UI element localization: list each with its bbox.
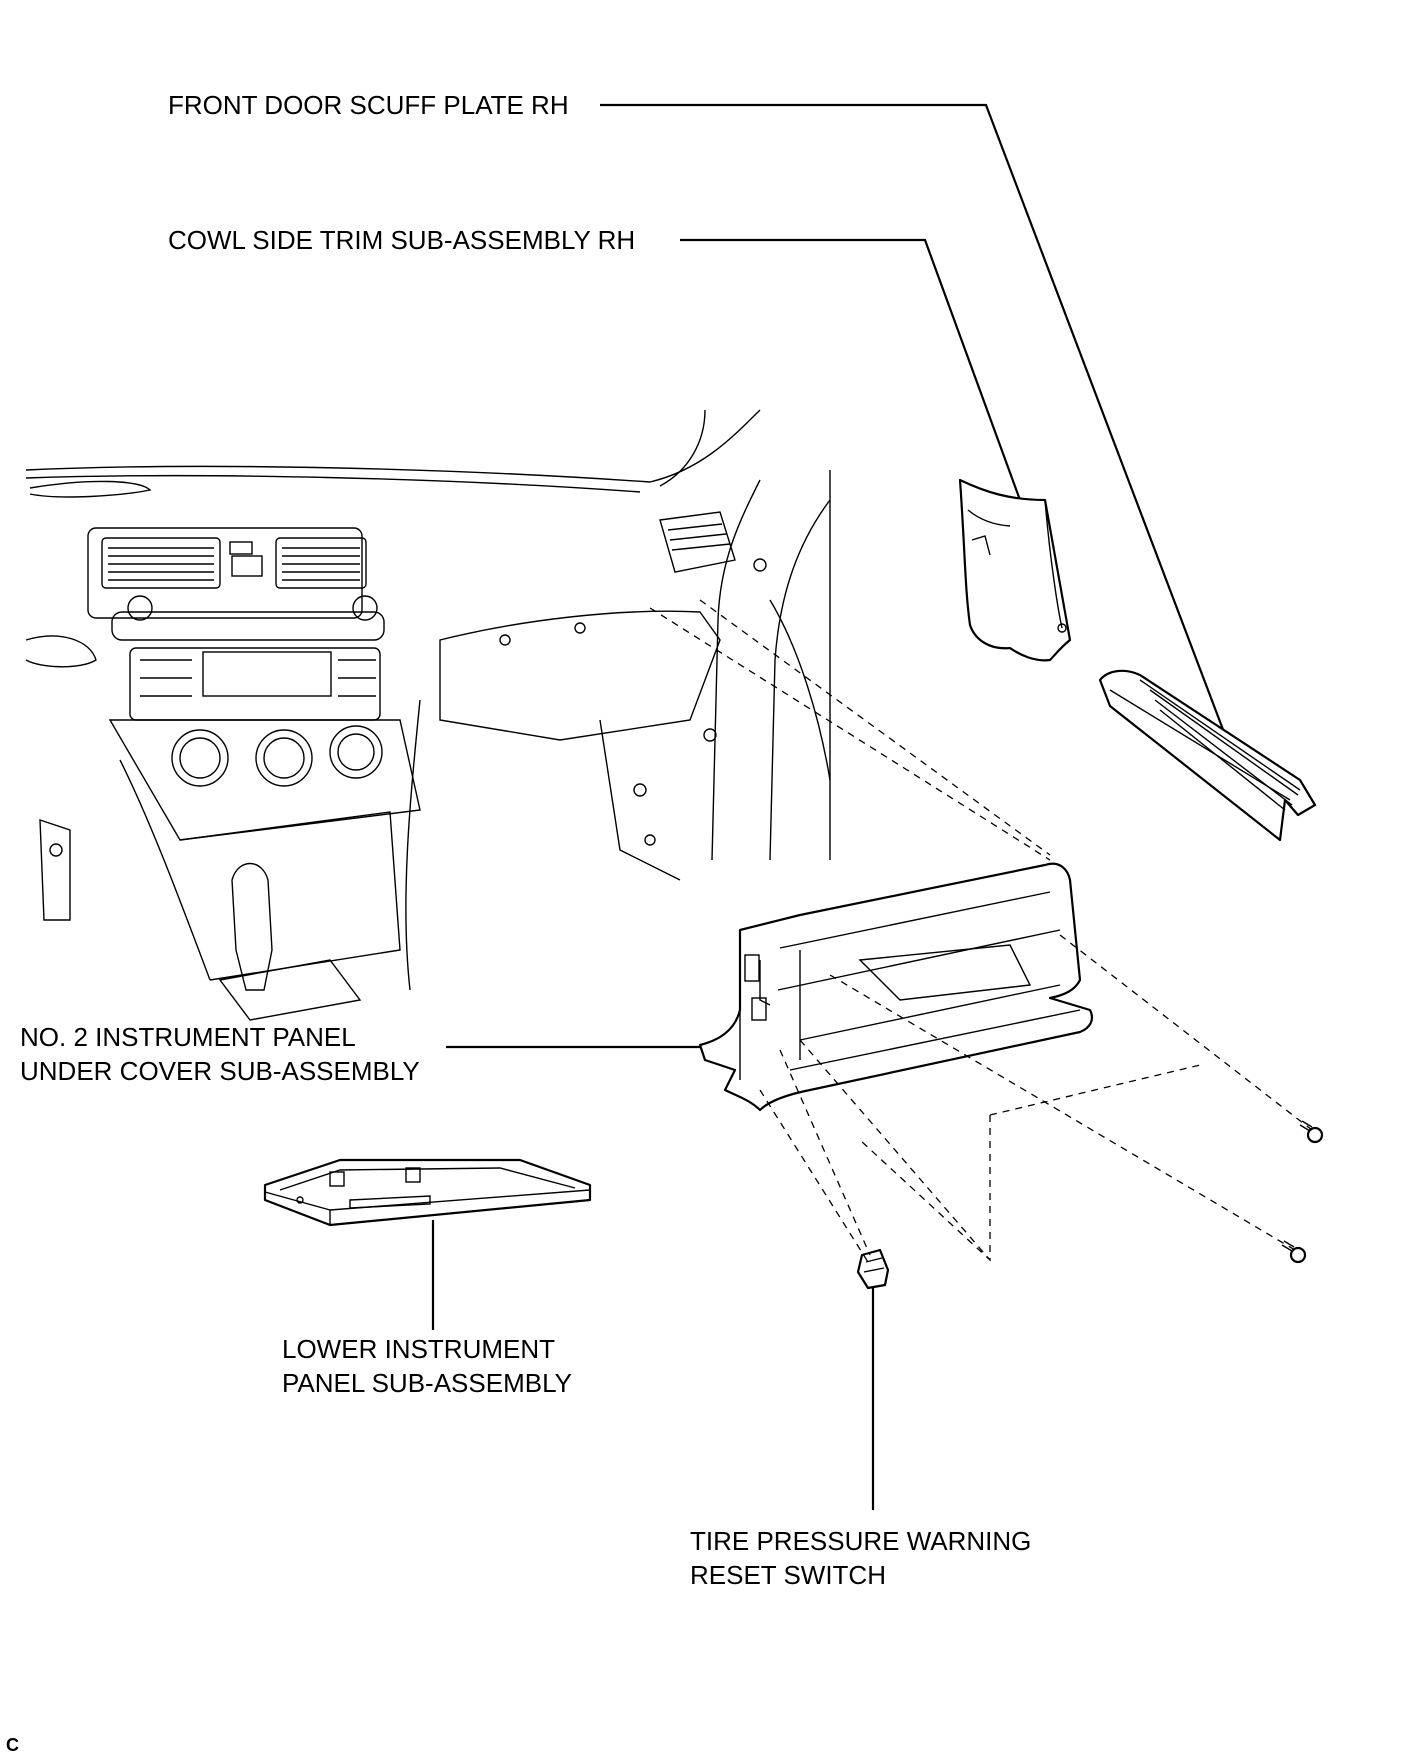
leader-cowl-side-trim	[680, 238, 1022, 501]
leader-lines	[431, 103, 1232, 1510]
lower-instrument-panel-part	[263, 1158, 592, 1227]
label-lower-panel-line2: PANEL SUB-ASSEMBLY	[282, 1368, 572, 1398]
dashboard-interior-illustration	[25, 409, 831, 1021]
label-under-cover-line1: NO. 2 INSTRUMENT PANEL	[20, 1022, 356, 1052]
label-under-cover-line2: UNDER COVER SUB-ASSEMBLY	[20, 1056, 420, 1086]
label-tire-pressure-reset-switch: TIRE PRESSURE WARNING RESET SWITCH	[690, 1524, 1031, 1592]
label-lower-instrument-panel: LOWER INSTRUMENT PANEL SUB-ASSEMBLY	[282, 1332, 572, 1400]
installation-dash-lines	[649, 599, 1313, 1263]
front-door-scuff-plate-part	[1098, 669, 1317, 842]
screw-lower-right	[1281, 1240, 1307, 1264]
label-lower-panel-line1: LOWER INSTRUMENT	[282, 1334, 555, 1364]
label-tire-switch-line1: TIRE PRESSURE WARNING	[690, 1526, 1032, 1556]
label-front-door-scuff-plate-text: FRONT DOOR SCUFF PLATE RH	[168, 90, 569, 120]
leader-scuff-plate	[600, 103, 1232, 749]
cowl-side-trim-part	[958, 478, 1072, 662]
corner-mark: C	[6, 1735, 19, 1755]
label-tire-switch-line2: RESET SWITCH	[690, 1560, 886, 1590]
label-front-door-scuff-plate: FRONT DOOR SCUFF PLATE RH	[168, 88, 569, 122]
label-cowl-side-trim-text: COWL SIDE TRIM SUB-ASSEMBLY RH	[168, 225, 636, 255]
instrument-panel-under-cover-part	[698, 862, 1094, 1112]
label-cowl-side-trim: COWL SIDE TRIM SUB-ASSEMBLY RH	[168, 223, 635, 257]
tire-pressure-reset-switch-part	[856, 1248, 890, 1290]
screw-upper-right	[1299, 1120, 1324, 1144]
label-instrument-panel-under-cover: NO. 2 INSTRUMENT PANEL UNDER COVER SUB-A…	[20, 1020, 420, 1088]
